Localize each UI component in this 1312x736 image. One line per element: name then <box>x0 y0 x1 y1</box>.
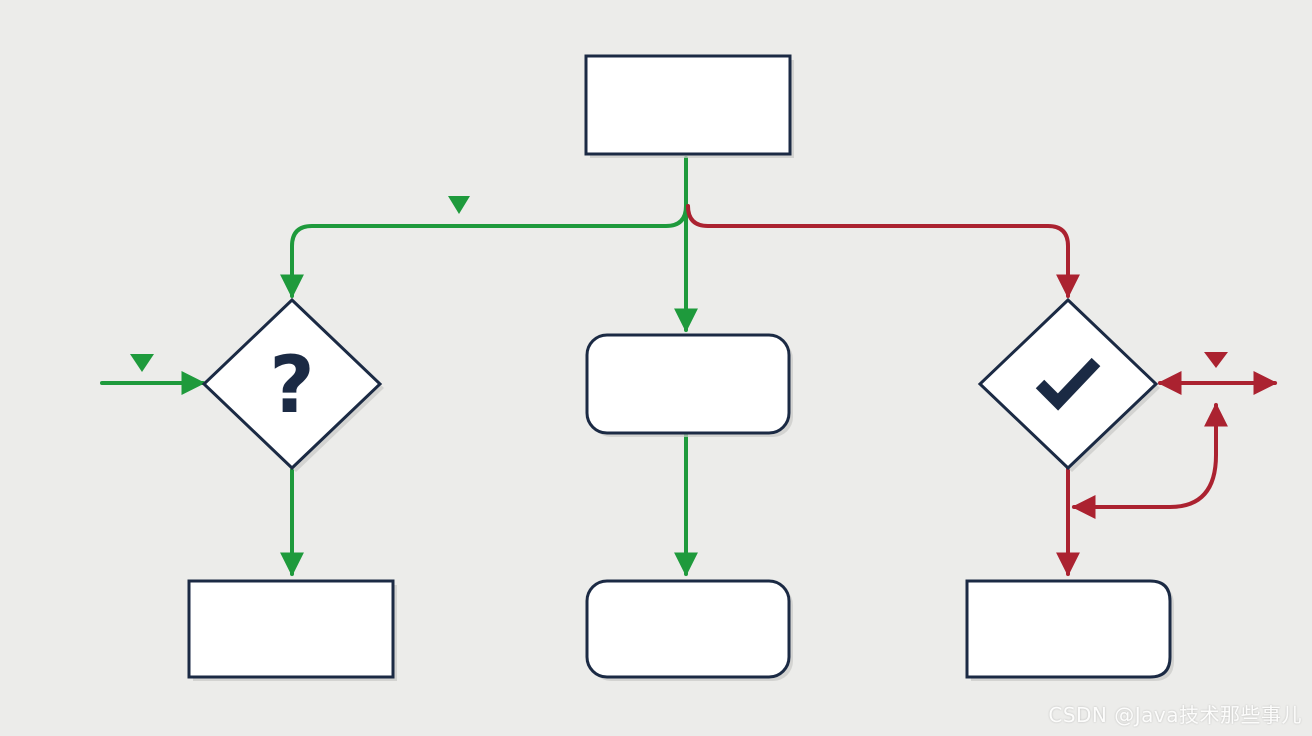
edge-start-to-check <box>686 204 1080 299</box>
edge-loop-back <box>1071 402 1228 519</box>
start-box[interactable] <box>584 54 794 158</box>
question-mark-icon: ? <box>269 341 314 431</box>
green-connectors <box>100 156 698 577</box>
red-connectors <box>686 204 1278 577</box>
end-right[interactable] <box>965 579 1174 681</box>
end-middle[interactable] <box>585 579 793 681</box>
edge-start-to-question <box>280 156 688 299</box>
green-triangle-left <box>130 354 154 372</box>
end-left[interactable] <box>187 579 397 681</box>
decision-question[interactable]: ? <box>201 297 384 472</box>
checkmark-icon <box>1035 357 1101 411</box>
green-triangle-top <box>448 196 470 214</box>
decision-check[interactable] <box>977 297 1160 472</box>
watermark: CSDN @Java技术那些事儿 <box>1048 703 1302 727</box>
process-middle[interactable] <box>585 333 793 437</box>
red-triangle-right <box>1204 352 1228 368</box>
